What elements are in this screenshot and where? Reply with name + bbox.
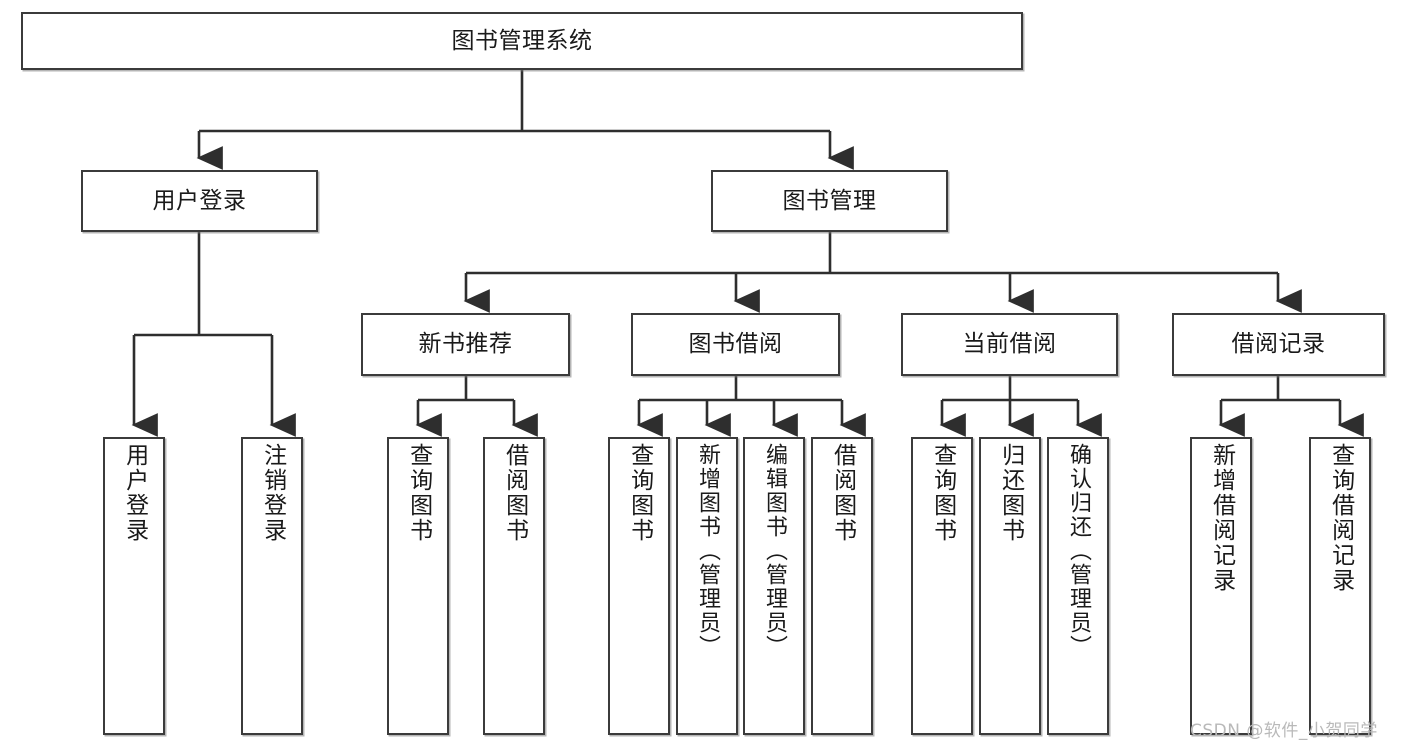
leaf-book-borrow-add[interactable]: 新增图书（管理员） xyxy=(676,437,738,735)
leaf-book-borrow-query[interactable]: 查询图书 xyxy=(608,437,670,735)
node-root-system[interactable]: 图书管理系统 xyxy=(21,12,1023,70)
node-book-management[interactable]: 图书管理 xyxy=(711,170,948,232)
leaf-book-borrow-edit[interactable]: 编辑图书（管理员） xyxy=(743,437,805,735)
node-label: 用户登录 xyxy=(121,443,148,543)
node-new-book-recommend[interactable]: 新书推荐 xyxy=(361,313,570,376)
node-label: 归还图书 xyxy=(997,443,1024,543)
leaf-borrow-record-query[interactable]: 查询借阅记录 xyxy=(1309,437,1371,735)
node-user-login[interactable]: 用户登录 xyxy=(81,170,318,232)
node-label: 新增借阅记录 xyxy=(1208,443,1235,593)
node-book-borrow[interactable]: 图书借阅 xyxy=(631,313,840,376)
node-label: 查询借阅记录 xyxy=(1327,443,1354,593)
node-label: 图书管理 xyxy=(782,187,877,214)
leaf-user-login-logout[interactable]: 注销登录 xyxy=(241,437,303,735)
node-borrow-record[interactable]: 借阅记录 xyxy=(1172,313,1385,376)
leaf-new-book-borrow[interactable]: 借阅图书 xyxy=(483,437,545,735)
node-label: 确认归还（管理员） xyxy=(1065,443,1091,659)
node-label: 用户登录 xyxy=(152,187,247,214)
node-current-borrow[interactable]: 当前借阅 xyxy=(901,313,1118,376)
leaf-current-borrow-return[interactable]: 归还图书 xyxy=(979,437,1041,735)
leaf-user-login-login[interactable]: 用户登录 xyxy=(103,437,165,735)
node-label: 查询图书 xyxy=(626,443,653,543)
node-label: 新书推荐 xyxy=(418,331,513,358)
leaf-new-book-query[interactable]: 查询图书 xyxy=(387,437,449,735)
node-label: 借阅记录 xyxy=(1231,331,1326,358)
node-label: 图书借阅 xyxy=(688,331,783,358)
leaf-current-borrow-confirm-return[interactable]: 确认归还（管理员） xyxy=(1047,437,1109,735)
csdn-watermark: CSDN @软件_小贺同学 xyxy=(1190,721,1378,741)
node-label: 借阅图书 xyxy=(829,443,856,543)
node-label: 查询图书 xyxy=(405,443,432,543)
node-label: 新增图书（管理员） xyxy=(694,443,720,659)
node-label: 借阅图书 xyxy=(501,443,528,543)
node-label: 图书管理系统 xyxy=(451,27,593,54)
node-label: 当前借阅 xyxy=(962,331,1057,358)
leaf-book-borrow-borrow[interactable]: 借阅图书 xyxy=(811,437,873,735)
node-label: 注销登录 xyxy=(259,443,286,543)
node-label: 查询图书 xyxy=(929,443,956,543)
node-label: 编辑图书（管理员） xyxy=(761,443,787,659)
leaf-borrow-record-add[interactable]: 新增借阅记录 xyxy=(1190,437,1252,735)
leaf-current-borrow-query[interactable]: 查询图书 xyxy=(911,437,973,735)
